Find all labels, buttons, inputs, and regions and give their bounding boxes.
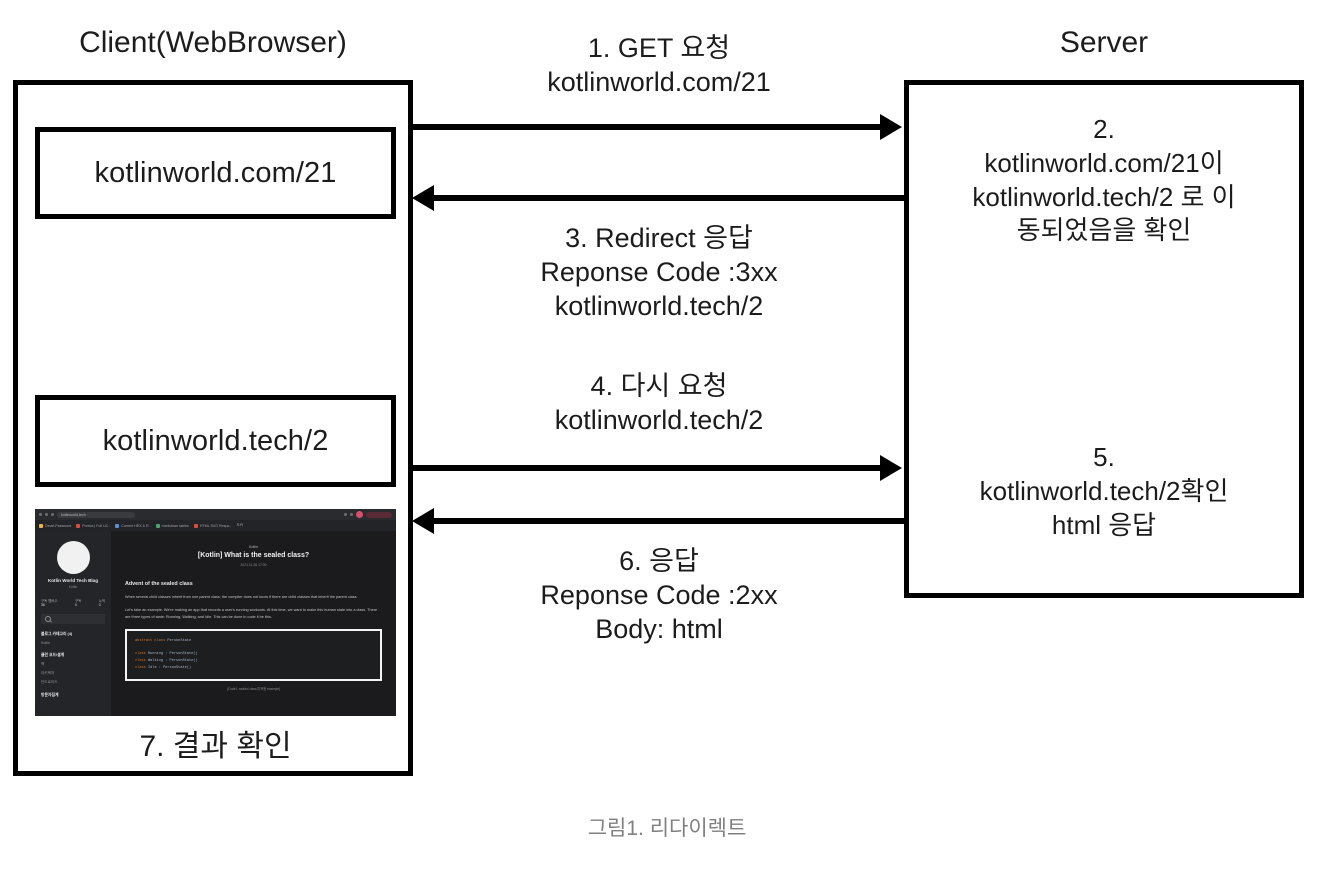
client-url-box-redirected: kotlinworld.tech/2: [35, 395, 396, 487]
bookmark-item: markdown tables: [155, 523, 189, 528]
bookmark-item: 도커: [236, 523, 243, 528]
server-step-5-text: 5. kotlinworld.tech/2확인 html 응답: [979, 442, 1229, 540]
favicon-icon: [193, 523, 198, 528]
sidebar-group-title: 블로그 카테고리 (4): [41, 632, 73, 636]
address-bar: kotlinworld.tech: [57, 511, 135, 518]
reload-icon: [51, 513, 54, 516]
arrow-line-step-1: [412, 124, 882, 130]
code-line: class Idle : PersonState(): [135, 666, 192, 671]
browser-viewport: Kotlin World Tech Blag Kotlin 구독 멤버수 38 …: [35, 531, 396, 716]
blog-sidebar: Kotlin World Tech Blag Kotlin 구독 멤버수 38 …: [35, 531, 111, 716]
arrow-label-step-6: 6. 응답 Reponse Code :2xx Body: html: [540, 546, 778, 644]
forward-icon: [45, 513, 48, 516]
stat-value: 38: [41, 603, 45, 607]
bookmark-label: 도커: [236, 523, 244, 527]
stat-subscribers: 구독 멤버수 38: [41, 598, 58, 607]
window-controls: [366, 511, 392, 518]
bookmark-label: Pontos | Full UC..: [82, 523, 111, 528]
bookmark-label: markdown tables: [161, 523, 189, 528]
bookmark-item: Pontos | Full UC..: [76, 523, 111, 528]
search-icon: [45, 616, 51, 622]
blog-search-input: [41, 614, 105, 624]
stat-label: 누적: [98, 599, 105, 603]
arrow-line-step-6: [434, 518, 904, 524]
back-icon: [39, 513, 42, 516]
code-line: class Running : PersonState(): [135, 652, 198, 657]
stat-value: 0: [75, 603, 77, 607]
client-url-initial-text: kotlinworld.com/21: [94, 156, 337, 189]
browser-tab-bar: kotlinworld.tech: [35, 509, 396, 520]
post-heading: Advent of the sealed class: [125, 581, 193, 587]
stat-total: 누적 0: [99, 598, 105, 607]
post-title: [Kotlin] What is the sealed class?: [197, 552, 310, 559]
sidebar-group-categories: 블로그 카테고리 (4) Kotlin: [41, 632, 105, 645]
client-box: kotlinworld.com/21 kotlinworld.tech/2 ko…: [13, 80, 413, 776]
sidebar-item-kotlin: Kotlin: [41, 641, 50, 645]
sidebar-group-title: 방문자집계: [41, 693, 59, 697]
arrow-label-step-4: 4. 다시 요청 kotlinworld.tech/2: [554, 371, 764, 435]
server-step-2-text: 2. kotlinworld.com/21이 kotlinworld.tech/…: [972, 114, 1236, 246]
blog-avatar: [56, 541, 90, 574]
sidebar-group-cleancode: 클린 코드/설계 책 아키텍처 안드로이드: [41, 653, 105, 685]
sidebar-item-android: 안드로이드: [41, 680, 58, 684]
arrow-head-step-4: [880, 455, 902, 481]
blog-post-content: Kotlin [Kotlin] What is the sealed class…: [111, 531, 396, 716]
arrow-label-step-1: 1. GET 요청 kotlinworld.com/21: [547, 33, 771, 97]
bookmark-label: Devel-Password: [45, 523, 72, 528]
code-line: class Walking : PersonState(): [135, 659, 198, 664]
sidebar-item-books: 책: [41, 662, 45, 666]
stat-subscriptions: 구독 0: [75, 598, 81, 607]
arrow-head-step-6: [412, 508, 434, 534]
post-code-block: abstract class PersonState class Running…: [125, 628, 382, 681]
server-column-title: Server: [1059, 26, 1149, 59]
browser-screenshot-thumbnail: kotlinworld.tech Devel-Password Pontos |…: [35, 509, 396, 716]
arrow-head-step-1: [880, 114, 902, 140]
favicon-icon: [76, 523, 81, 528]
stat-label: 구독: [75, 599, 82, 603]
stat-value: 0: [98, 603, 101, 607]
favicon-icon: [39, 523, 43, 528]
code-line: [135, 645, 372, 652]
arrow-label-step-3: 3. Redirect 응답 Reponse Code :3xx kotlinw…: [540, 223, 778, 321]
arrow-head-step-3: [412, 185, 434, 211]
favicon-icon: [155, 523, 160, 528]
blog-subtitle: Kotlin: [68, 585, 78, 589]
post-paragraph-1: When several child classes inherit from …: [125, 595, 358, 599]
extensions-icon: [344, 513, 347, 516]
sidebar-group-visitors: 방문자집계: [41, 693, 105, 698]
post-paragraph-2: Let's take an example. We're making an a…: [125, 608, 378, 619]
client-column-title: Client(WebBrowser): [79, 26, 347, 59]
blog-stats: 구독 멤버수 38 구독 0 누적 0: [41, 598, 105, 607]
step-7-label: 7. 결과 확인: [139, 730, 292, 763]
code-line: abstract class PersonState: [135, 638, 192, 643]
bookmark-label: HTML SVG Respo..: [199, 523, 232, 528]
client-url-box-initial: kotlinworld.com/21: [35, 127, 396, 219]
bookmark-label: Current HEX & R..: [121, 523, 151, 528]
sidebar-group-title: 클린 코드/설계: [41, 653, 65, 657]
figure-caption: 그림1. 리다이렉트: [587, 817, 747, 840]
post-category: Kotlin: [249, 545, 258, 549]
profile-avatar-icon: [356, 511, 363, 518]
blog-name: Kotlin World Tech Blag: [47, 578, 99, 583]
arrow-line-step-3: [434, 195, 904, 201]
client-url-redirected-text: kotlinworld.tech/2: [102, 424, 329, 457]
post-code-caption: [Code1. sealed class 미적용 example]: [226, 686, 281, 691]
favicon-icon: [115, 523, 120, 528]
post-date: 2021.11.26 17:30: [240, 563, 267, 567]
bookmark-item: Devel-Password: [39, 523, 72, 528]
arrow-line-step-4: [412, 465, 882, 471]
browser-bookmarks-bar: Devel-Password Pontos | Full UC.. Curren…: [35, 520, 396, 531]
server-box: 2. kotlinworld.com/21이 kotlinworld.tech/…: [904, 80, 1304, 598]
sidebar-item-architecture: 아키텍처: [41, 671, 55, 675]
bookmark-item: HTML SVG Respo..: [193, 523, 232, 528]
bookmark-star-icon: [350, 513, 353, 516]
bookmark-item: Current HEX & R..: [115, 523, 151, 528]
stat-label: 구독 멤버수: [41, 599, 58, 603]
